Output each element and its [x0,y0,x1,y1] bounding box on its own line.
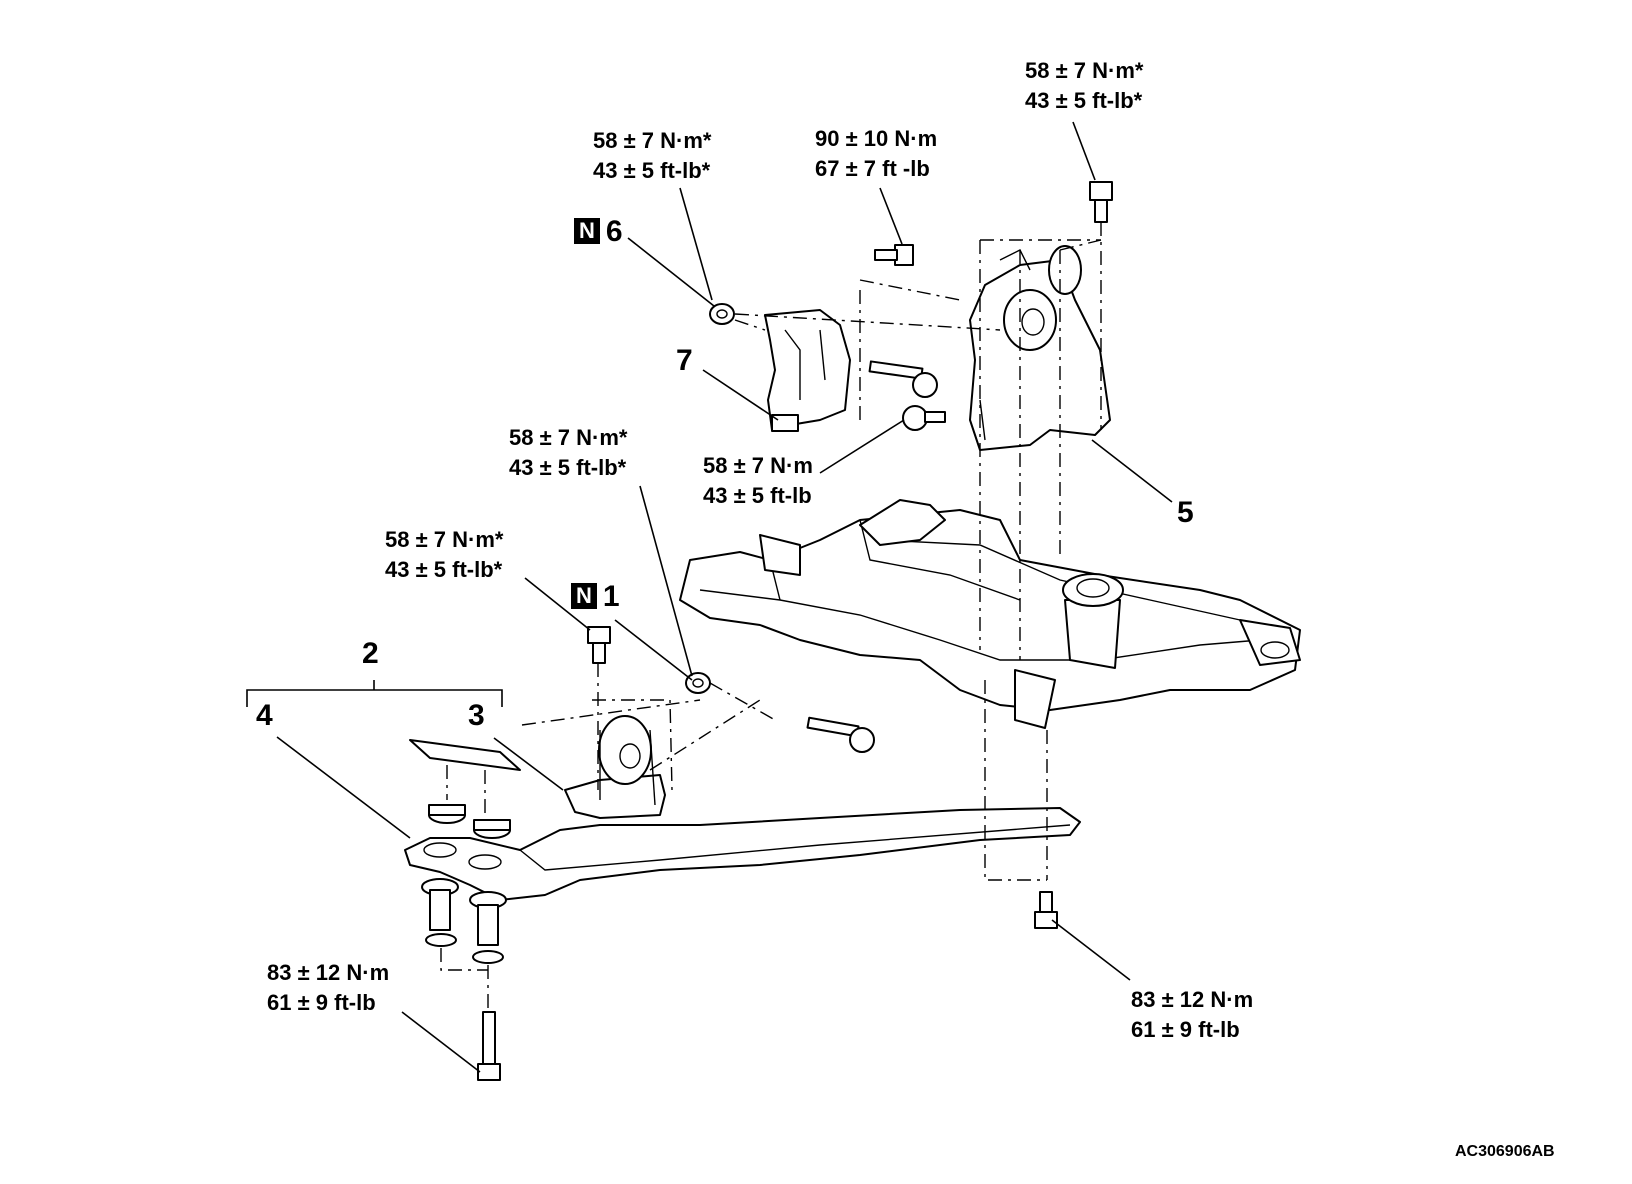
torque-imperial: 43 ± 5 ft-lb* [385,557,503,582]
new-part-badge: N [571,583,597,609]
torque-metric: 58 ± 7 N·m* [593,128,712,153]
transmission-mount-insulator-3 [564,715,666,819]
leader-lines [246,121,1173,1073]
figure-code: AC306906AB [1455,1143,1555,1160]
torque-label-bracket-bolt: 90 ± 10 N·m 67 ± 7 ft -lb [815,124,937,184]
part-number-7: 7 [676,344,693,377]
torque-metric: 58 ± 7 N·m* [509,425,628,450]
torque-metric: 90 ± 10 N·m [815,126,938,151]
torque-label-top-right: 58 ± 7 N·m* 43 ± 5 ft-lb* [1025,56,1143,116]
torque-label-part6-nut: 58 ± 7 N·m* 43 ± 5 ft-lb* [593,126,711,186]
engine-mount-bracket-5 [969,245,1111,451]
torque-imperial: 43 ± 5 ft-lb* [1025,88,1143,113]
part-number-text: 1 [602,580,620,613]
part-number-3: 3 [468,699,485,732]
torque-imperial: 61 ± 9 ft-lb [1131,1017,1240,1042]
torque-imperial: 43 ± 5 ft-lb [703,483,812,508]
torque-imperial: 43 ± 5 ft-lb* [509,455,627,480]
torque-metric: 58 ± 7 N·m* [1025,58,1144,83]
torque-metric: 58 ± 7 N·m [703,453,813,478]
mount-bracket-7 [764,309,851,432]
torque-label-part1-nut: 58 ± 7 N·m* 43 ± 5 ft-lb* [509,423,627,483]
new-part-badge: N [574,218,600,244]
part-number-5: 5 [1177,496,1194,529]
engine-subframe [679,499,1301,729]
fasteners [477,181,1113,1081]
torque-metric: 83 ± 12 N·m [1131,987,1254,1012]
part-number-4: 4 [256,699,273,732]
torque-label-lower-left: 83 ± 12 N·m 61 ± 9 ft-lb [267,958,389,1018]
bracket-plate-4 [409,739,521,964]
torque-label-mount-bolt: 58 ± 7 N·m 43 ± 5 ft-lb [703,451,813,511]
torque-imperial: 61 ± 9 ft-lb [267,990,376,1015]
torque-imperial: 67 ± 7 ft -lb [815,156,930,181]
part-number-text: 6 [605,215,623,248]
alignment-lines [440,222,1102,1010]
torque-imperial: 43 ± 5 ft-lb* [593,158,711,183]
torque-label-insulator-bolt: 58 ± 7 N·m* 43 ± 5 ft-lb* [385,525,503,585]
part-number-2: 2 [362,637,379,670]
torque-metric: 83 ± 12 N·m [267,960,390,985]
torque-metric: 58 ± 7 N·m* [385,527,504,552]
torque-label-lower-right: 83 ± 12 N·m 61 ± 9 ft-lb [1131,985,1253,1045]
